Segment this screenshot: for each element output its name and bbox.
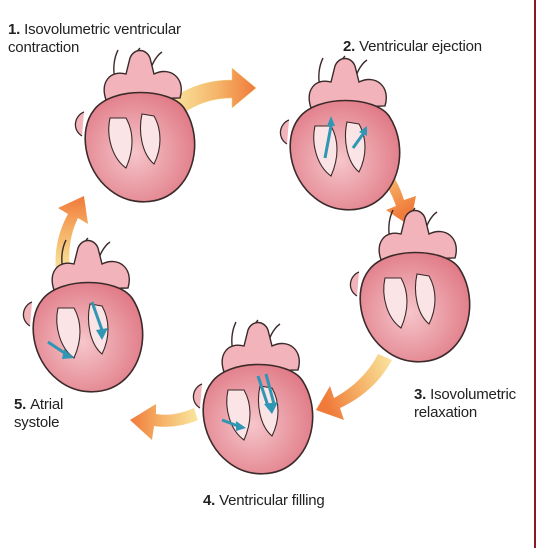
stage-5-number: 5. [14,396,27,413]
stage-3-number: 3. [414,386,427,403]
heart-stage-3 [349,207,471,363]
stage-2-label: 2.Ventricular ejection [343,38,482,56]
stage-4-text: Ventricular filling [219,492,325,509]
heart-stage-1 [74,47,196,203]
stage-5-label: 5.Atrial systole [14,396,63,432]
side-rule [534,0,536,548]
stage-1-line1: Isovolumetric ventricular [24,21,181,38]
stage-1-line2: contraction [8,39,80,56]
heart-stage-2 [279,55,401,211]
stage-5-line1: Atrial [30,396,64,413]
flow-arrow-4-to-5 [130,404,198,440]
stage-1-number: 1. [8,21,21,38]
stage-4-label: 4.Ventricular filling [203,492,325,510]
stage-1-label: 1.Isovolumetric ventricular contraction [8,21,248,57]
stage-4-number: 4. [203,492,216,509]
flow-arrow-3-to-4 [316,354,392,420]
flow-arrow-1-to-2 [169,67,257,115]
stage-2-text: Ventricular ejection [359,38,482,55]
flow-arrow-5-to-1 [55,196,88,272]
stage-3-line1: Isovolumetric [430,386,516,403]
stage-5-line2: systole [14,414,60,431]
heart-stage-5 [22,237,144,393]
heart-stage-4 [192,319,314,475]
stage-2-number: 2. [343,38,356,55]
stage-3-label: 3.Isovolumetric relaxation [414,386,516,422]
stage-3-line2: relaxation [414,404,478,421]
